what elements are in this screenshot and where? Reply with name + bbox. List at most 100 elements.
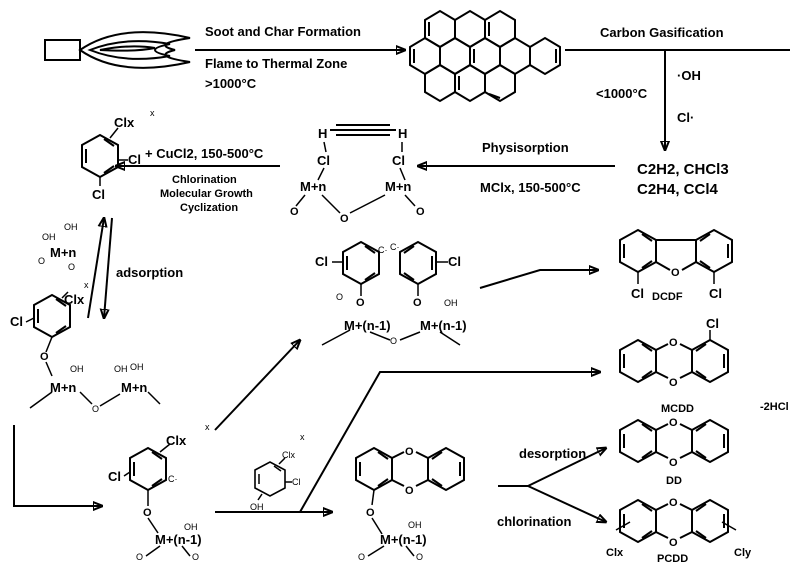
svg-text:O: O xyxy=(358,552,365,562)
svg-text:C·: C· xyxy=(378,245,388,255)
svg-text:M+n: M+n xyxy=(300,179,326,194)
metal-hydroxide: OH OH M+n O O xyxy=(38,222,78,272)
adsorption-label: adsorption xyxy=(116,265,183,280)
chlorination-title: Chlorination xyxy=(172,174,237,186)
svg-text:Cl: Cl xyxy=(448,254,461,269)
phenoxy-radical: Clx x C· Cl O M+(n-1) OH O O xyxy=(108,422,210,562)
svg-text:Cl: Cl xyxy=(709,286,722,301)
svg-text:O: O xyxy=(416,552,423,562)
svg-text:M+(n-1): M+(n-1) xyxy=(420,318,467,333)
svg-text:Clx: Clx xyxy=(606,547,624,559)
pcdd-label: PCDD xyxy=(657,553,688,565)
products-row1: C2H2, CHCl3 xyxy=(637,161,729,178)
svg-text:O: O xyxy=(136,552,143,562)
dd-label: DD xyxy=(666,475,682,487)
svg-text:Cl: Cl xyxy=(631,286,644,301)
svg-text:C·: C· xyxy=(168,474,178,484)
svg-text:O: O xyxy=(405,446,414,458)
svg-text:O: O xyxy=(669,417,678,429)
svg-text:Clx: Clx xyxy=(282,450,295,460)
acetylene-complex: H H Cl Cl M+n M+n O O O xyxy=(290,124,425,225)
svg-text:O: O xyxy=(336,292,343,302)
dd-molecule: O O DD xyxy=(619,417,729,487)
svg-text:OH: OH xyxy=(64,222,78,232)
temp-high-label: >1000°C xyxy=(205,76,257,91)
pah-molecule xyxy=(409,9,561,103)
svg-text:O: O xyxy=(356,297,365,309)
svg-text:O: O xyxy=(390,336,397,346)
soot-label: Soot and Char Formation xyxy=(205,24,361,39)
svg-text:O: O xyxy=(68,262,75,272)
svg-text:O: O xyxy=(669,497,678,509)
svg-text:Cl: Cl xyxy=(128,152,141,167)
svg-text:O: O xyxy=(290,206,299,218)
molecular-growth: Molecular Growth xyxy=(160,188,253,200)
physisorption-label: Physisorption xyxy=(482,140,569,155)
svg-text:Clx: Clx xyxy=(166,433,187,448)
svg-text:x: x xyxy=(205,422,210,432)
chlorophenol-reagent: Clx x Cl OH xyxy=(250,432,305,512)
svg-text:Cl: Cl xyxy=(108,469,121,484)
svg-text:M+(n-1): M+(n-1) xyxy=(380,532,427,547)
cyclization: Cyclization xyxy=(180,202,238,214)
svg-text:OH: OH xyxy=(250,502,264,512)
mcdd-molecule: O O Cl MCDD xyxy=(619,316,729,415)
svg-text:M+(n-1): M+(n-1) xyxy=(155,532,202,547)
mclx-label: MClx, 150-500°C xyxy=(480,180,581,195)
svg-text:Cl: Cl xyxy=(10,314,23,329)
svg-text:OH: OH xyxy=(130,362,144,372)
svg-text:M+n: M+n xyxy=(385,179,411,194)
temp-low-label: <1000°C xyxy=(596,86,648,101)
desorption-label: desorption xyxy=(519,446,586,461)
svg-text:O: O xyxy=(669,337,678,349)
flame-icon xyxy=(78,31,191,69)
svg-text:x: x xyxy=(300,432,305,442)
svg-text:OH: OH xyxy=(444,298,458,308)
svg-text:O: O xyxy=(340,213,349,225)
adsorbed-chlorophenol: Clx Cl O M+n OH O OH OH M+n xyxy=(10,291,161,414)
svg-text:x: x xyxy=(84,280,89,290)
svg-text:H: H xyxy=(318,126,327,141)
dcdf-molecule: O Cl Cl DCDF xyxy=(619,228,733,303)
svg-text:C·: C· xyxy=(390,242,400,252)
svg-text:O: O xyxy=(669,537,678,549)
dimer-surface-complex: C· C· Cl Cl O O O M+(n-1) OH M+(n-1) O xyxy=(315,240,467,346)
products-row2: C2H4, CCl4 xyxy=(637,181,719,198)
carbon-gasification-label: Carbon Gasification xyxy=(600,25,724,40)
bound-dioxin: O O O M+(n-1) OH O O xyxy=(355,446,465,562)
cl-radical: Cl· xyxy=(677,110,694,125)
svg-text:O: O xyxy=(192,552,199,562)
flame-label: Flame to Thermal Zone xyxy=(205,56,347,71)
svg-text:O: O xyxy=(366,507,375,519)
svg-text:OH: OH xyxy=(408,520,422,530)
chlorination-label: chlorination xyxy=(497,514,571,529)
svg-text:O: O xyxy=(405,485,414,497)
minus-2hcl: -2HCl xyxy=(760,401,789,413)
svg-text:O: O xyxy=(92,404,99,414)
svg-text:M+n: M+n xyxy=(50,380,76,395)
svg-text:M+(n-1): M+(n-1) xyxy=(344,318,391,333)
pcdd-molecule: O O Clx Cly PCDD xyxy=(606,497,752,565)
svg-text:Cly: Cly xyxy=(734,547,752,559)
svg-text:OH: OH xyxy=(70,364,84,374)
svg-text:O: O xyxy=(143,507,152,519)
oh-radical: ·OH xyxy=(677,68,701,83)
svg-text:O: O xyxy=(671,267,680,279)
svg-text:O: O xyxy=(40,351,49,363)
chlorobenzene: Clx x Cl Cl xyxy=(81,108,155,202)
svg-text:O: O xyxy=(669,457,678,469)
svg-text:Clx: Clx xyxy=(114,115,135,130)
svg-text:M+n: M+n xyxy=(50,245,76,260)
svg-text:OH: OH xyxy=(184,522,198,532)
cucl2-label: + CuCl2, 150-500°C xyxy=(145,146,264,161)
svg-text:O: O xyxy=(38,256,45,266)
svg-text:Cl: Cl xyxy=(315,254,328,269)
svg-text:Clx: Clx xyxy=(64,292,85,307)
svg-text:Cl: Cl xyxy=(92,187,105,202)
dcdf-label: DCDF xyxy=(652,291,683,303)
svg-text:Cl: Cl xyxy=(706,316,719,331)
svg-text:H: H xyxy=(398,126,407,141)
svg-text:OH: OH xyxy=(42,232,56,242)
